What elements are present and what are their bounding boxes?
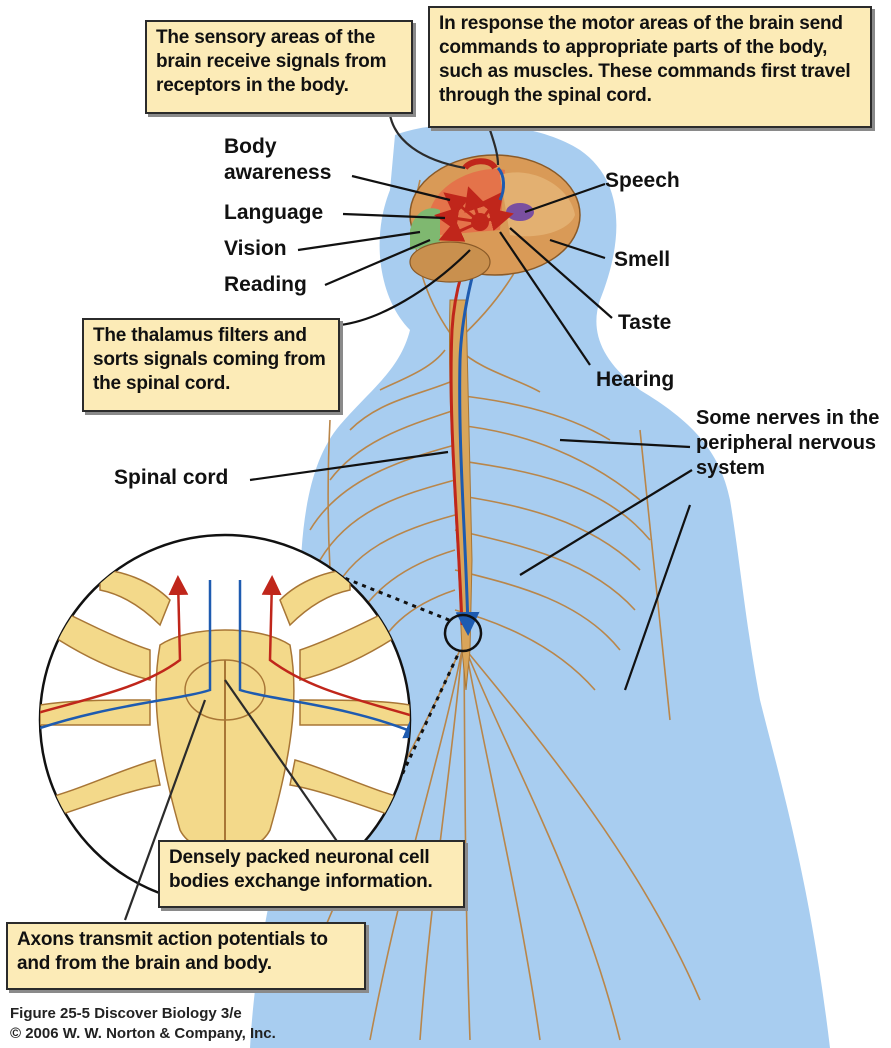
densely-packed-callout: Densely packed neuronal cell bodies exch… — [158, 840, 465, 908]
label-body-awareness: Body awareness — [224, 135, 332, 184]
motor-areas-callout: In response the motor areas of the brain… — [428, 6, 872, 128]
label-language: Language — [224, 201, 324, 224]
zoom-source-ring — [443, 613, 483, 653]
lower-nerves — [319, 649, 701, 1041]
brain — [409, 154, 581, 283]
thalamus-callout: The thalamus filters and sorts signals c… — [82, 318, 340, 412]
label-spinal-cord: Spinal cord — [114, 466, 229, 489]
label-speech: Speech — [605, 169, 680, 192]
axons-callout: Axons transmit action potentials to and … — [6, 922, 366, 990]
label-smell: Smell — [614, 248, 671, 271]
label-vision: Vision — [224, 237, 287, 260]
label-reading: Reading — [224, 273, 307, 296]
sensory-areas-callout: The sensory areas of the brain receive s… — [145, 20, 413, 114]
label-peripheral-nerves: Some nerves in the peripheral nervous sy… — [696, 407, 880, 479]
label-hearing: Hearing — [596, 368, 675, 391]
copyright-line: © 2006 W. W. Norton & Company, Inc. — [10, 1025, 276, 1042]
body-silhouette — [250, 123, 830, 1048]
figure-caption: Figure 25-5 Discover Biology 3/e — [10, 1005, 242, 1022]
leader-lines — [123, 114, 693, 921]
label-taste: Taste — [618, 311, 672, 334]
